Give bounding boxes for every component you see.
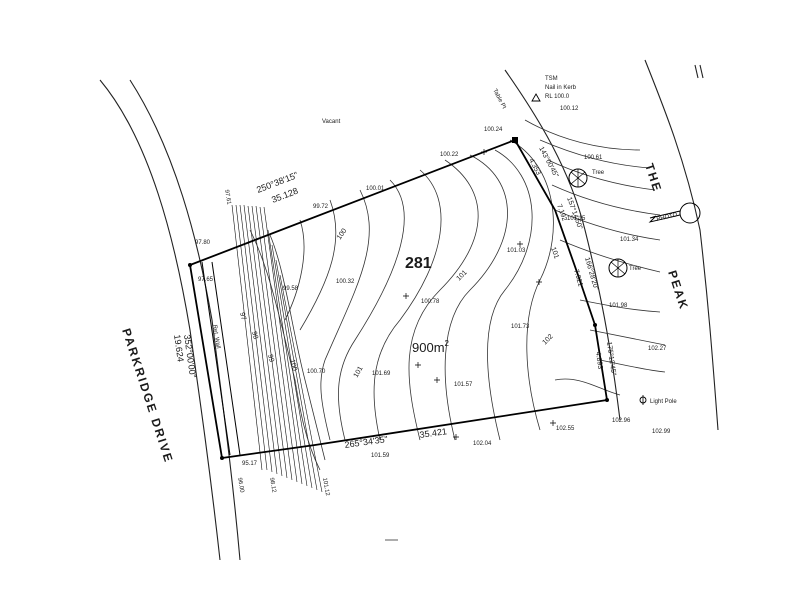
spot-level: 101.69 [372, 371, 391, 377]
spot-level: 100.24 [484, 127, 503, 133]
distance-south: 35.421 [419, 426, 448, 440]
spot-level: 100.22 [440, 152, 459, 158]
contour-lines [249, 119, 666, 471]
spot-level: 101.98 [609, 303, 628, 309]
photo-marker [648, 202, 701, 224]
spot-level: 99.58 [283, 286, 299, 292]
corner-mark-ne [512, 137, 518, 143]
distance-east-1: 4.353 [527, 158, 541, 177]
spot-level: 97.61 [223, 189, 232, 205]
spot-level: 96.00 [236, 477, 245, 493]
bearing-east-3: 166°28'20" [583, 256, 600, 291]
spot-level: 101.59 [371, 453, 390, 459]
spot-level: 100.70 [307, 369, 326, 375]
spot-level: 97.65 [198, 277, 214, 283]
corner-marks [188, 137, 609, 460]
bearing-east-4: 175°12'45" [605, 341, 618, 376]
distance-west: 19.624 [172, 334, 186, 363]
road-name-peak: PEAK [665, 269, 691, 313]
tree-label: Tree [629, 266, 642, 272]
road-name-parkridge-drive: PARKRIDGE DRIVE [119, 327, 176, 466]
spot-level: 98.12 [268, 477, 277, 493]
spot-level: 100.78 [421, 299, 440, 305]
lot-area: 900m2 [412, 339, 450, 355]
contour-label: 97 [238, 312, 247, 321]
road-kerb-lines [99, 59, 719, 561]
spot-level: 100.61 [584, 155, 603, 161]
retaining-wall [201, 261, 241, 456]
corner-mark-sw [220, 456, 224, 460]
bearing-south: 265°34'35" [344, 434, 389, 450]
spot-level: 102.55 [556, 426, 575, 432]
spot-level: 100.01 [366, 186, 385, 192]
corner-mark-se [605, 398, 609, 402]
batter-hatching [231, 204, 323, 493]
retaining-wall-label: Ret. Wall [211, 324, 221, 349]
bearing-east-1: 143°00'45" [537, 145, 560, 179]
spot-level: 101.57 [454, 382, 473, 388]
light-pole-icon [639, 395, 647, 405]
spot-level-marks [403, 149, 556, 440]
spot-level: 101.15 [567, 216, 586, 222]
spot-level: 101.34 [620, 237, 639, 243]
tree-icon [608, 258, 628, 278]
tree-icon [568, 168, 588, 188]
spot-level: 97.80 [195, 240, 211, 246]
corner-mark-e [593, 323, 597, 327]
contour-label: 101 [549, 246, 560, 259]
tsm-line2: Nail in Kerb [545, 85, 577, 91]
tree-label: Tree [592, 170, 605, 176]
spot-level: 100.12 [560, 106, 579, 112]
lot-number: 281 [405, 255, 432, 272]
spot-level: 102.99 [652, 429, 671, 435]
spot-level: 101.73 [511, 324, 530, 330]
spot-level: 101.03 [507, 248, 526, 254]
distance-east-4: 4.893 [594, 351, 603, 369]
contour-label: 100 [336, 227, 348, 241]
bearing-east-2: 157°14'50" [565, 196, 584, 231]
tsm-marker-icon [531, 93, 541, 102]
road-name-the: THE [642, 162, 665, 195]
corner-mark-nw [188, 263, 192, 267]
spot-level: 100.32 [336, 279, 355, 285]
spot-level: 101.12 [321, 477, 330, 497]
tsm-line3: RL 100.0 [545, 94, 570, 100]
contour-label: 99 [266, 354, 275, 363]
tsm-title: TSM [545, 76, 558, 82]
spot-level: 102.96 [612, 418, 631, 424]
contour-label: 101 [353, 365, 365, 379]
photo-label: PHOTO [656, 212, 678, 223]
distance-east-2: 7.192 [555, 203, 568, 222]
contour-label: 98 [250, 331, 259, 340]
light-pole-label: Light Pole [650, 399, 677, 405]
vacant-label: Vacant [322, 119, 341, 125]
spot-level: 99.72 [313, 204, 329, 210]
distance-east-3: 7.921 [572, 269, 584, 288]
spot-level: 102.27 [648, 346, 667, 352]
contour-label: 102 [541, 333, 554, 346]
spot-level: 102.04 [473, 441, 492, 447]
table-pt-label: Table Pt [491, 88, 507, 110]
spot-level: 95.17 [242, 461, 258, 467]
contour-label: 100 [288, 359, 298, 372]
lot-281-boundary [188, 138, 609, 460]
contour-label: 101 [455, 269, 468, 282]
spot-levels: 100.12 100.24 100.22 100.61 101.15 101.3… [195, 106, 671, 497]
